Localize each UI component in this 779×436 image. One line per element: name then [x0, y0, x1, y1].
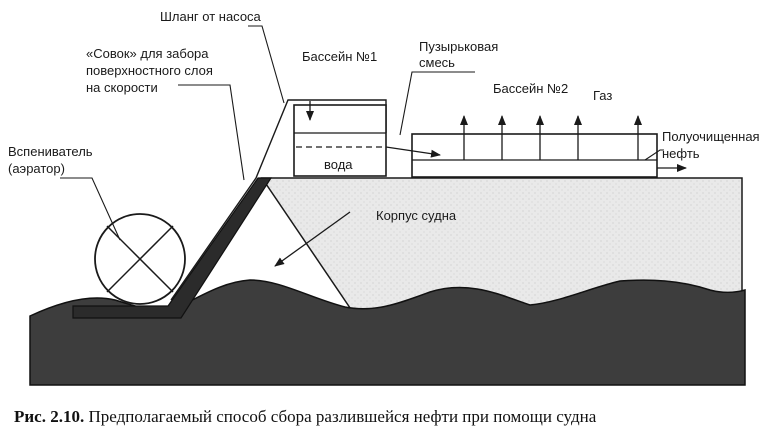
label-pool-1: Бассейн №1 [302, 49, 377, 64]
label-bubble-2: смесь [419, 55, 455, 70]
label-aerator-2: (аэратор) [8, 161, 65, 176]
aerator [94, 213, 186, 305]
label-bubble-1: Пузырьковая [419, 39, 498, 54]
label-scoop-3: на скорости [86, 80, 158, 95]
label-hull: Корпус судна [376, 208, 457, 223]
bubble-mix-arrow [385, 146, 441, 158]
label-water: вода [324, 157, 353, 172]
figure-caption-text: Предполагаемый способ сбора разлившейся … [84, 407, 596, 426]
scoop [72, 177, 273, 319]
label-aerator-1: Вспениватель [8, 144, 93, 159]
figure-caption: Рис. 2.10. Предполагаемый способ сбора р… [14, 407, 597, 426]
leader-lines [60, 25, 664, 241]
drain-arrow [274, 211, 351, 267]
label-scoop-2: поверхностного слоя [86, 63, 213, 78]
gas-arrows [460, 115, 642, 160]
label-hose: Шланг от насоса [160, 9, 262, 24]
pool-2 [411, 133, 658, 178]
label-oil-2: нефть [662, 146, 700, 161]
label-pool-2: Бассейн №2 [493, 81, 568, 96]
pool-1 [293, 101, 387, 177]
label-scoop-1: «Совок» для забора [86, 46, 209, 61]
label-gas: Газ [593, 88, 612, 103]
label-oil-1: Полуочищенная [662, 129, 760, 144]
figure-number: Рис. 2.10. [14, 407, 84, 426]
